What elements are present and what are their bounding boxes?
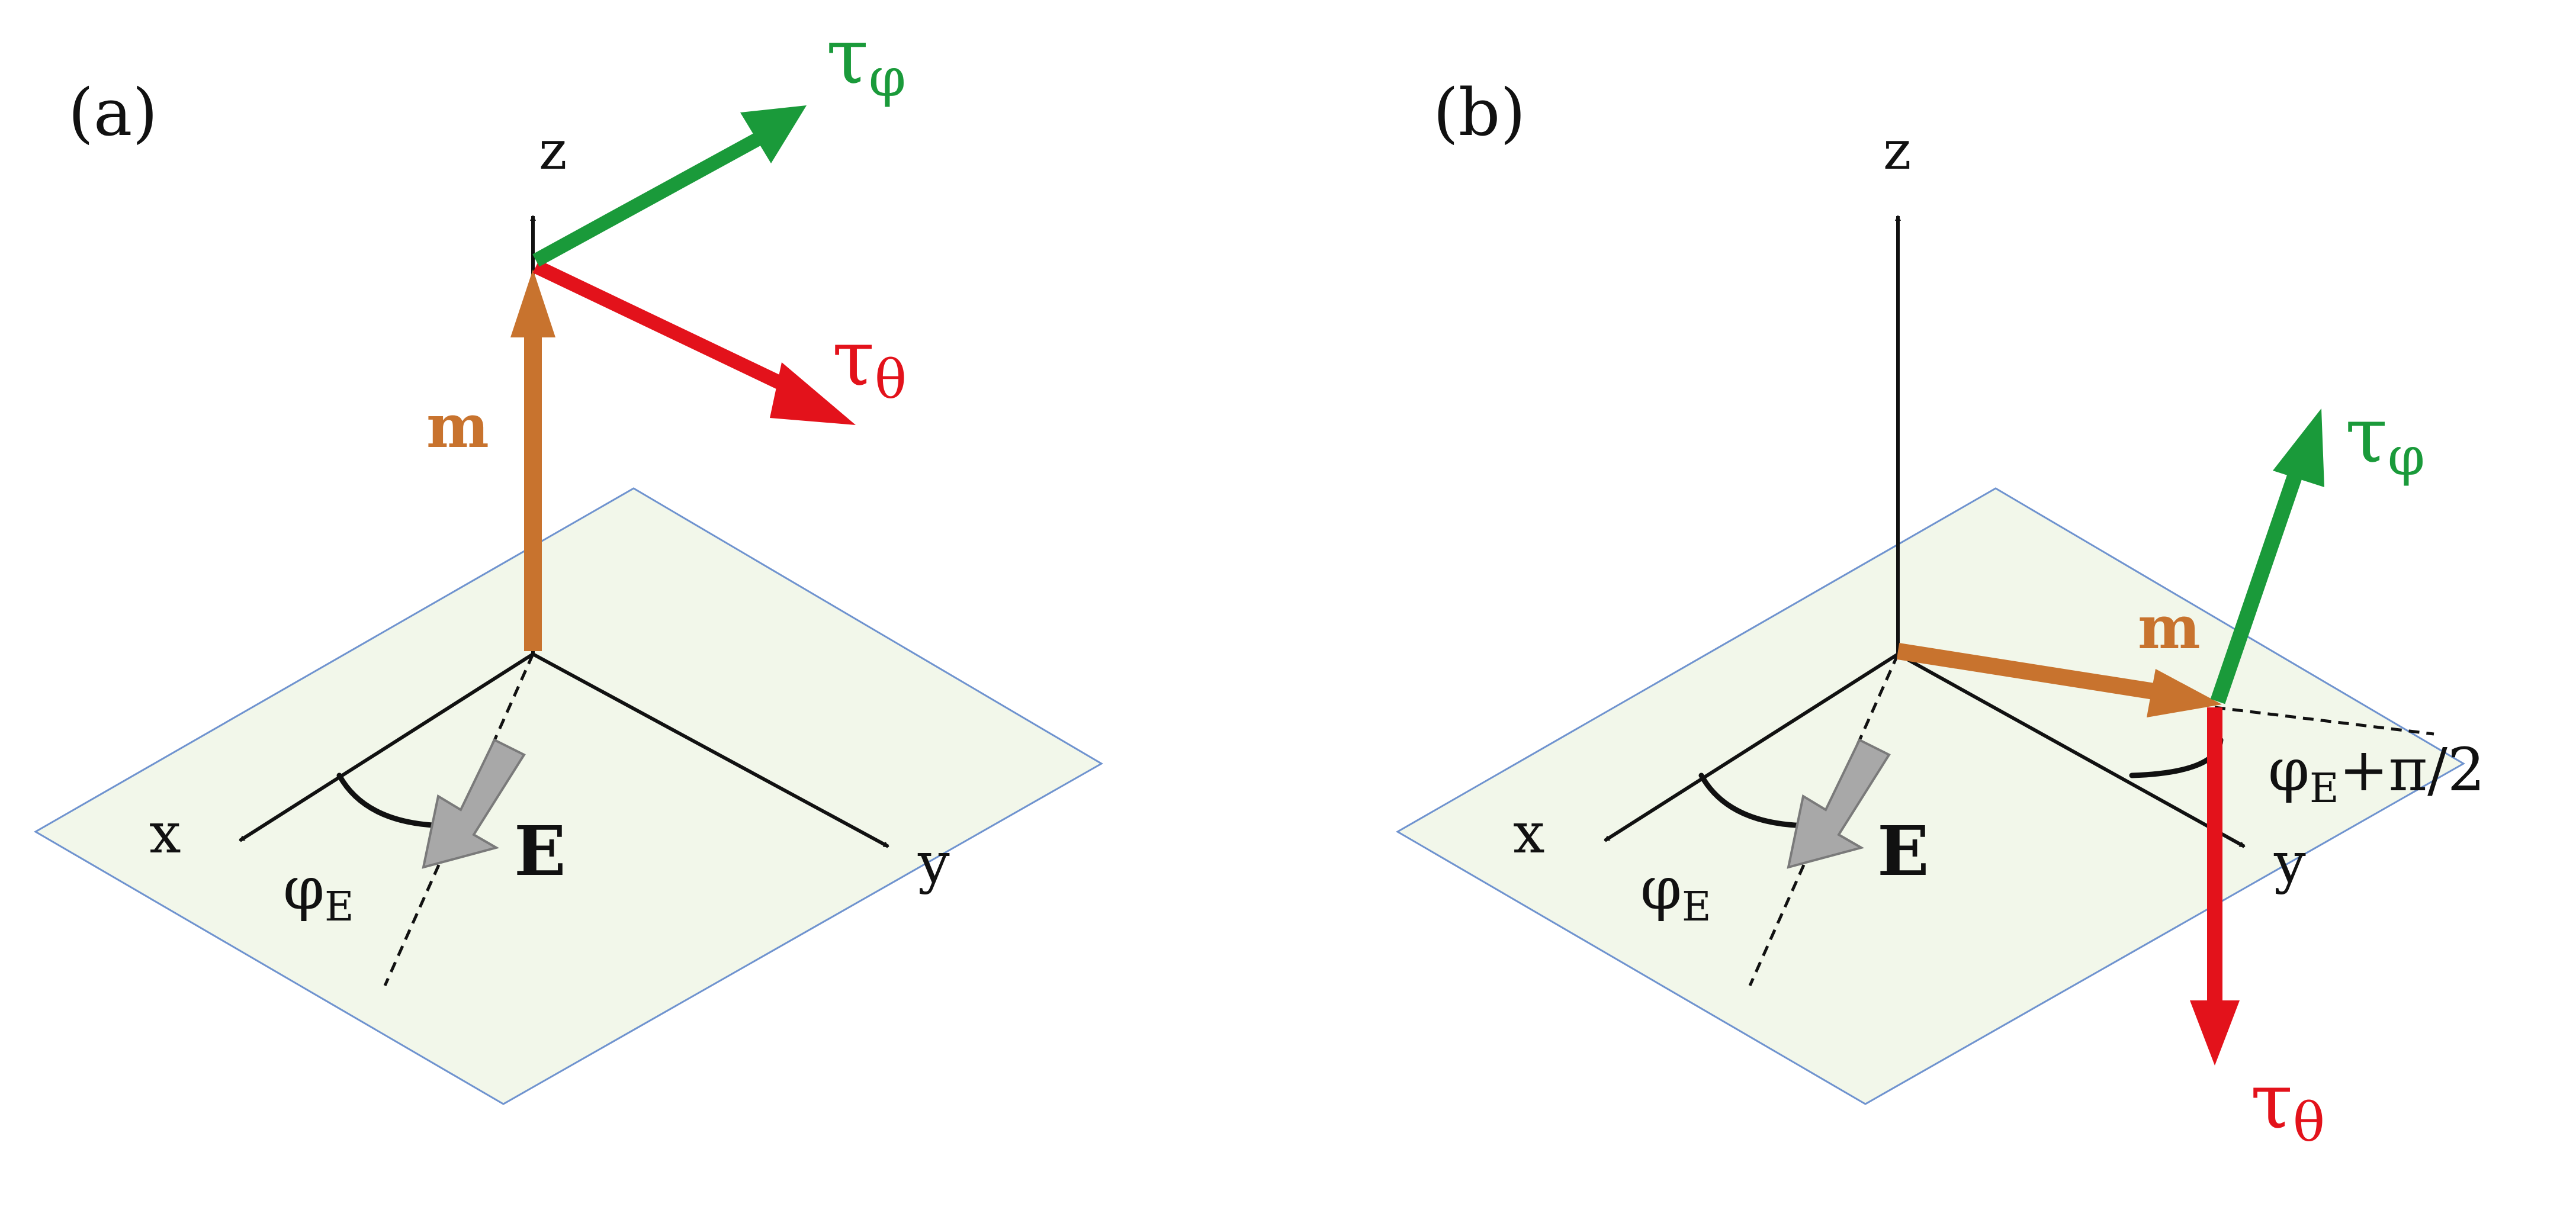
panel-a-angle-label: φE <box>283 854 354 931</box>
panel-b-m-label: m <box>2138 593 2201 662</box>
panel-a-z-label: z <box>539 120 567 182</box>
panel-b-y-axis <box>1897 652 2246 848</box>
panel-b-tau-phi-head <box>2273 408 2324 487</box>
panel-a-m-head <box>510 269 555 337</box>
panel-b-e-arrow <box>1787 738 1891 869</box>
panel-b-e-label: E <box>1877 812 1929 891</box>
panel-a-y-label: y <box>917 831 950 896</box>
panel-b-tag: (b) <box>1433 75 1525 150</box>
panel-b-z-label: z <box>1883 120 1911 182</box>
panel-a-tag: (a) <box>68 75 158 150</box>
panel-b-x-axis <box>1604 652 1899 842</box>
panel-b-m-direction-line <box>2214 706 2434 736</box>
panel-a-tau-theta-label: τθ <box>832 313 907 411</box>
panel-a-tau-theta-head <box>770 362 856 425</box>
panel-b-tau-phi-shaft <box>2210 465 2305 704</box>
panel-b-angle-m-label: φE+π/2 <box>2268 735 2485 812</box>
panel-b-xy-plane <box>1396 487 2465 1105</box>
panel-b-x-label: x <box>1513 801 1545 866</box>
panel-a-angle-arc <box>336 773 453 829</box>
panel-a-x-label: x <box>149 801 181 866</box>
panel-a-tau-theta-shaft <box>532 260 800 397</box>
panel-b-angle-e-label: φE <box>1640 854 1711 931</box>
panel-b: (b) z x y φE E φE+π/2 m τθ τφ <box>1396 75 2485 1154</box>
panel-a-y-axis <box>532 652 889 848</box>
panel-b-m-head <box>2147 669 2222 717</box>
panel-b-tau-theta-label: τθ <box>2250 1056 2325 1154</box>
panel-a-e-arrow <box>422 738 526 869</box>
panel-a-tau-phi-shaft <box>532 131 765 267</box>
panel-b-tau-theta-head <box>2190 1000 2240 1066</box>
panel-a-tau-phi-label: τφ <box>826 11 906 109</box>
panel-a-xy-plane <box>34 487 1103 1105</box>
panel-a-m-label: m <box>426 391 489 461</box>
panel-b-angle-arc-e <box>1698 773 1815 829</box>
panel-b-y-label: y <box>2273 831 2306 896</box>
panel-a-tau-phi-head <box>740 105 807 163</box>
panel-b-tau-phi-label: τφ <box>2345 390 2425 488</box>
panel-a: (a) z x y φE E m τθ τφ <box>34 11 1103 1105</box>
panel-b-m-shaft <box>1896 643 2163 701</box>
panel-a-e-label: E <box>514 812 566 891</box>
panel-a-x-axis <box>239 652 534 842</box>
